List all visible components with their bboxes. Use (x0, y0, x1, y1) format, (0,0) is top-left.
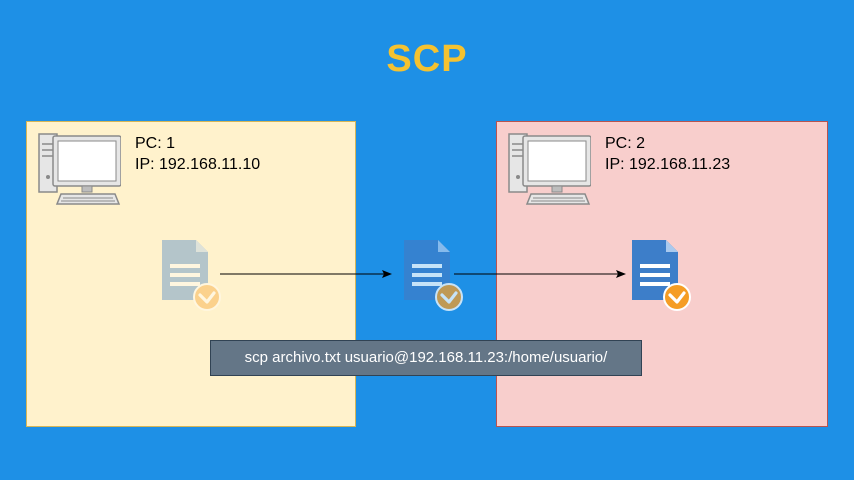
transfer-arrow (220, 270, 392, 278)
pc1-ip: IP: 192.168.11.10 (135, 156, 261, 173)
desktop-computer-icon (508, 133, 591, 205)
document-check-icon (632, 240, 691, 311)
scp-command-box: scp archivo.txt usuario@192.168.11.23:/h… (210, 340, 642, 376)
pc2-name: PC: 2 (605, 135, 646, 152)
pc2-ip: IP: 192.168.11.23 (605, 156, 731, 173)
pc1-name: PC: 1 (135, 135, 176, 152)
document-check-icon (162, 240, 221, 311)
diagram-title: SCP (386, 38, 468, 80)
document-check-icon (404, 240, 463, 311)
transfer-arrow (454, 270, 626, 278)
desktop-computer-icon (38, 133, 121, 205)
